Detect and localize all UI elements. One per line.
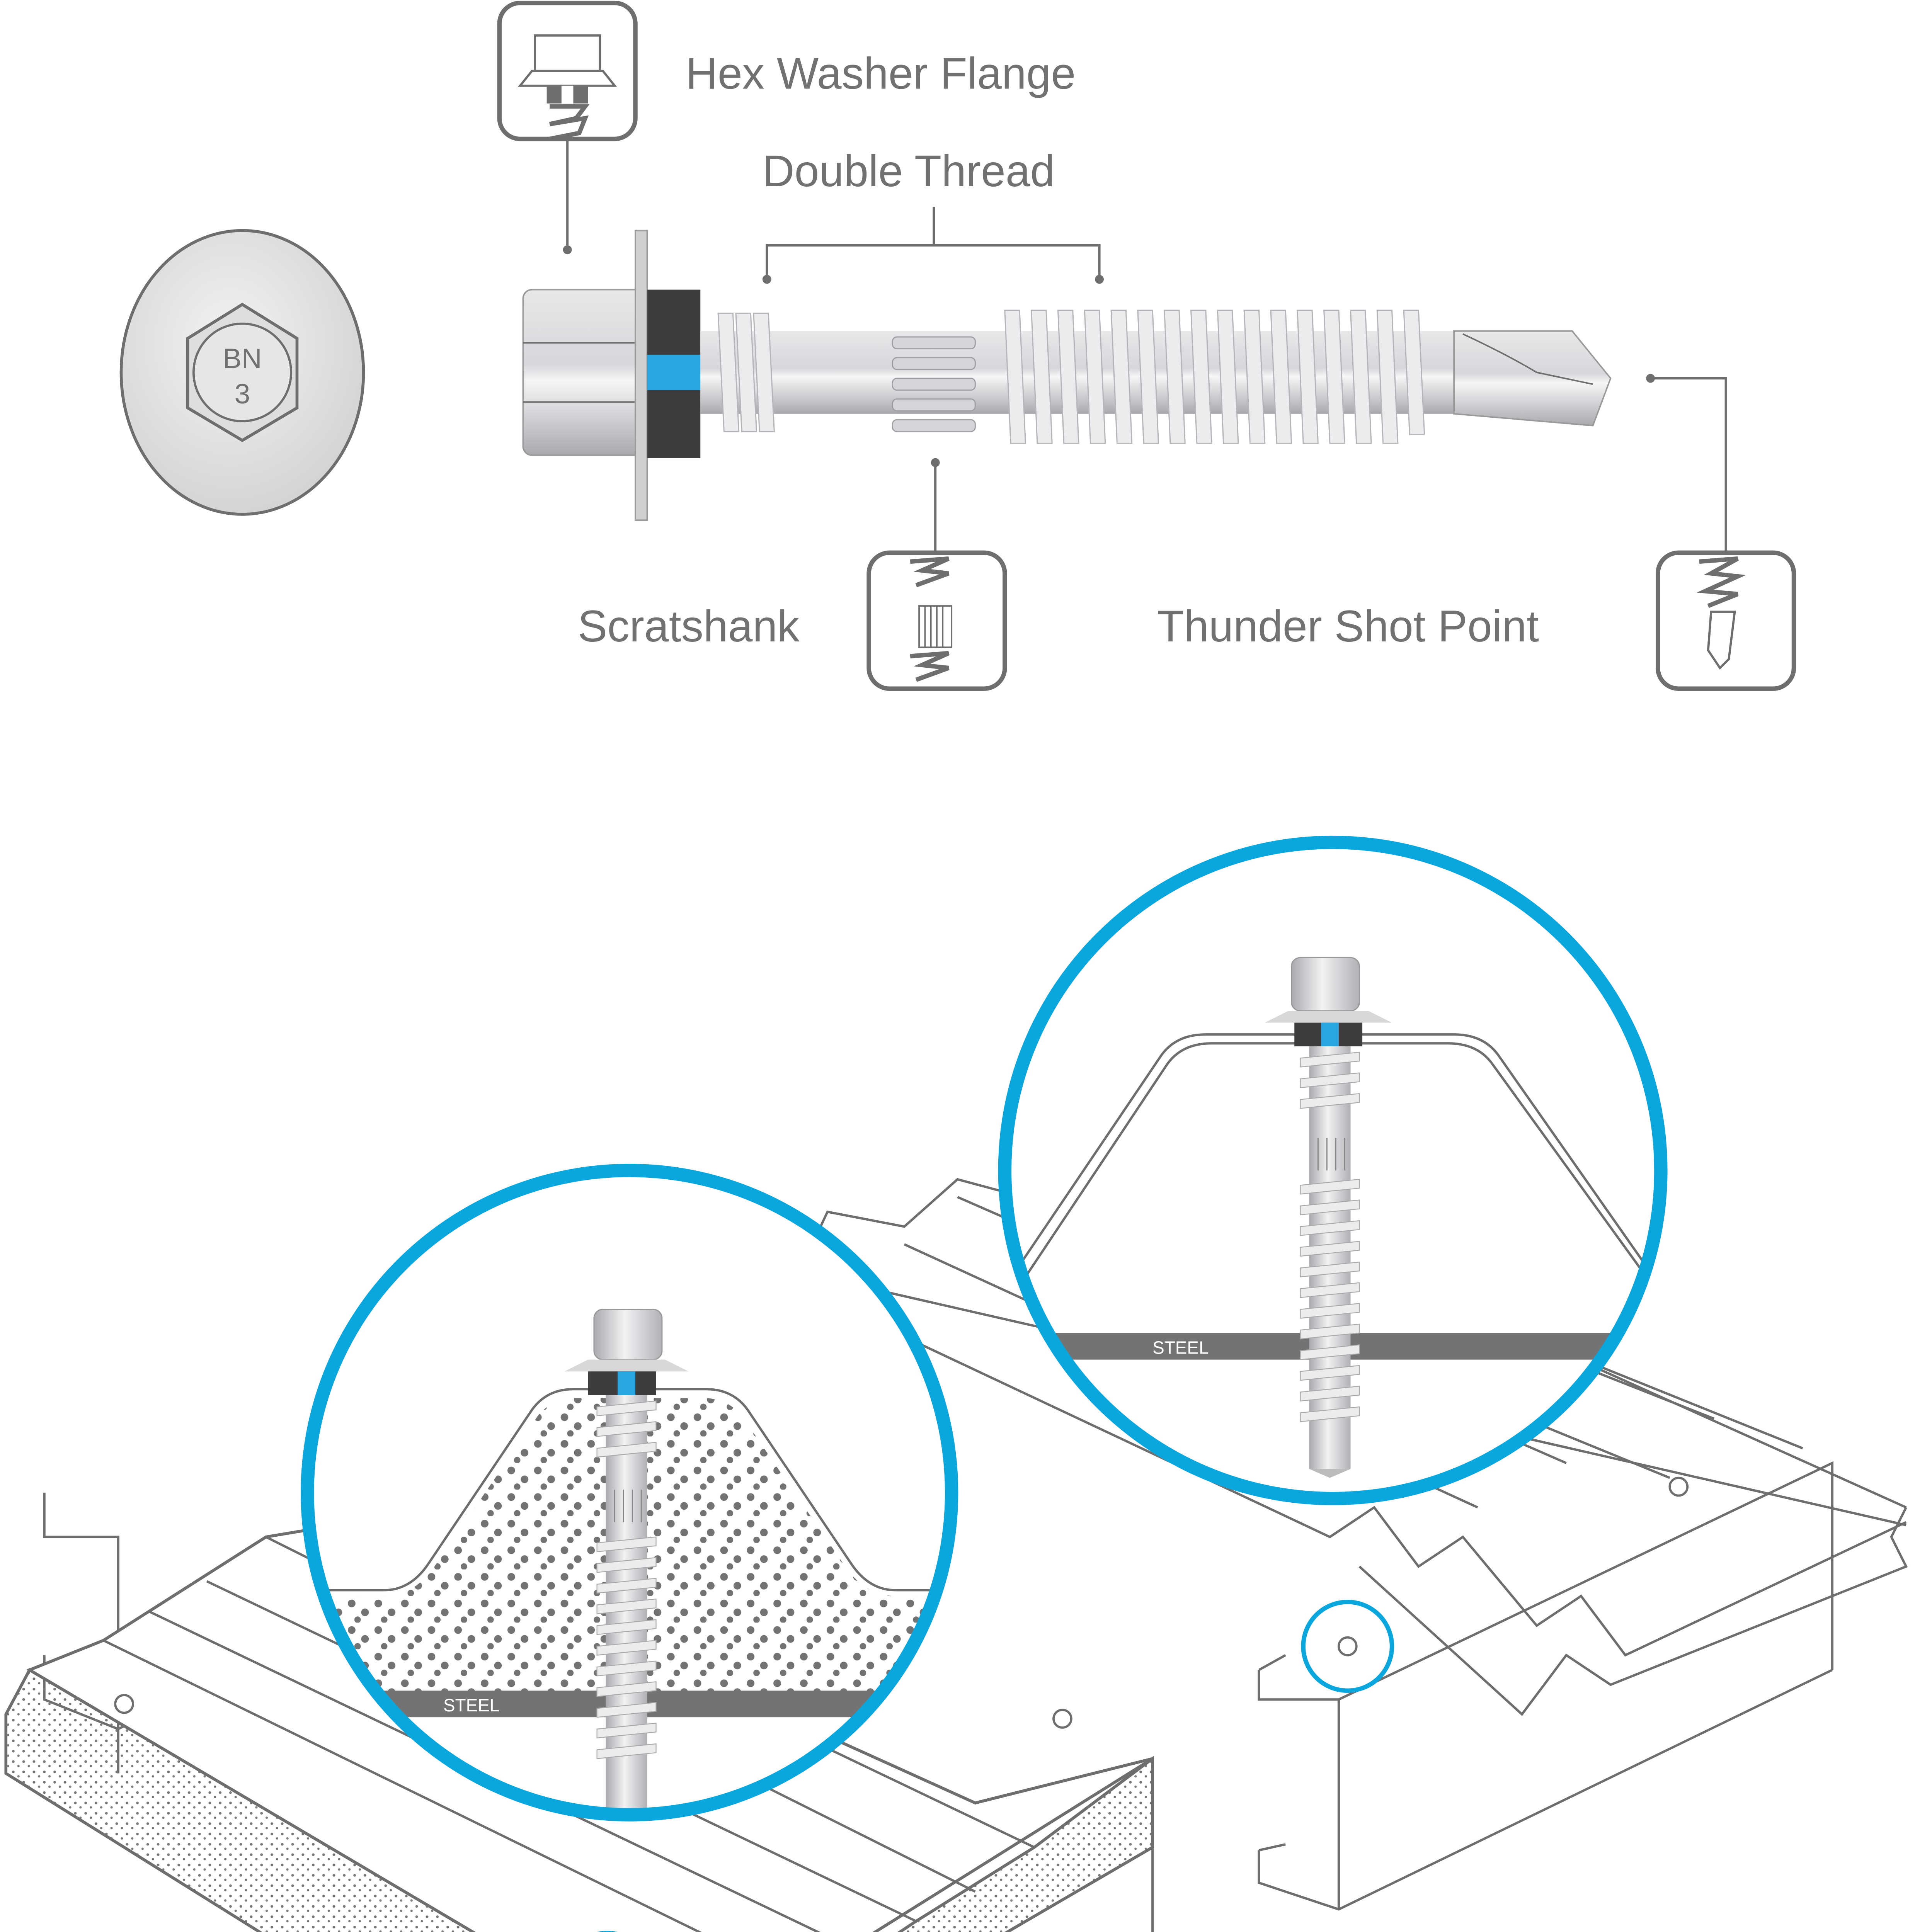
double-thread-label: Double Thread [763, 146, 1055, 196]
profiled-sheet-installation: STEEL [805, 835, 1908, 1911]
thunder-shot-point-label: Thunder Shot Point [1157, 602, 1539, 651]
head-marking-line2: 3 [235, 378, 250, 410]
magnifier-ring [301, 1163, 958, 1821]
hex-washer-flange-label: Hex Washer Flange [686, 49, 1076, 98]
screw-side-view [522, 230, 1612, 521]
callout-hex-washer-flange: Hex Washer Flange [497, 0, 1076, 254]
scratshank-label: Scratshank [578, 602, 800, 651]
screw-head-top-view: BN 3 [119, 229, 365, 516]
steel-label: STEEL [1152, 1337, 1209, 1357]
washer-blue-stripe [647, 354, 701, 390]
callout-thunder-shot-point: Thunder Shot Point [1157, 374, 1796, 691]
callout-double-thread: Double Thread [762, 146, 1104, 284]
steel-label: STEEL [443, 1695, 499, 1715]
fastener-location-highlight [1301, 1600, 1394, 1693]
sandwich-panel-installation: STEEL [4, 1163, 1154, 1932]
callout-scratshank: Scratshank [578, 458, 1007, 691]
head-marking-line1: BN [223, 343, 262, 374]
magnifier-ring [998, 835, 1668, 1505]
